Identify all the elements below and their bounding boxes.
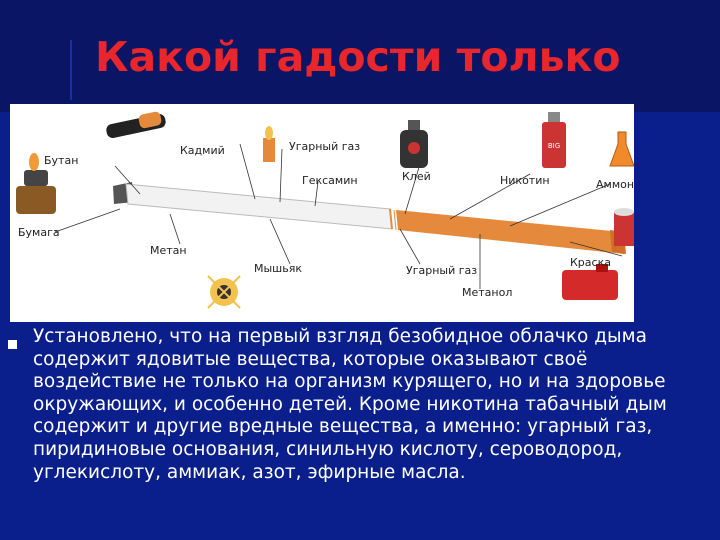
candle-icon xyxy=(263,126,275,162)
poison-icon xyxy=(207,275,241,309)
spray-can-icon: BIG xyxy=(542,112,566,168)
lighter-icon xyxy=(16,153,56,214)
label-nikotin: Никотин xyxy=(500,174,550,187)
label-kraska: Краска xyxy=(570,256,611,269)
label-metan: Метан xyxy=(150,244,187,257)
label-ugarny-gaz-1: Угарный газ xyxy=(289,140,360,153)
fuel-canister-icon xyxy=(562,264,618,300)
extinguisher-label: BIG xyxy=(548,142,560,150)
label-ugarny-gaz-2: Угарный газ xyxy=(406,264,477,277)
paint-can-icon xyxy=(614,208,634,246)
label-metanol: Метанол xyxy=(462,286,512,299)
title-area: Какой гадости только нет xyxy=(95,28,695,108)
label-geksamin: Гексамин xyxy=(302,174,358,187)
cigarette-illustration: BIG Бутан Кадмий Угарный газ Клей Н xyxy=(10,104,634,322)
label-myshyak: Мышьяк xyxy=(254,262,302,275)
label-bumaga: Бумага xyxy=(18,226,60,239)
label-ammoniy: Аммоний xyxy=(596,178,634,191)
decorative-line xyxy=(70,40,72,100)
glue-bottle-icon xyxy=(400,120,428,168)
battery-icon xyxy=(106,111,166,138)
label-butan: Бутан xyxy=(44,154,78,167)
cigarette-icon xyxy=(113,182,626,254)
label-kley: Клей xyxy=(402,170,431,183)
header-band xyxy=(0,0,720,112)
body-paragraph: Установлено, что на первый взгляд безоби… xyxy=(33,326,667,483)
bullet-marker xyxy=(8,340,17,349)
flask-icon xyxy=(609,131,634,167)
page-title: Какой гадости только нет xyxy=(95,33,621,108)
label-kadmiy: Кадмий xyxy=(180,144,225,157)
